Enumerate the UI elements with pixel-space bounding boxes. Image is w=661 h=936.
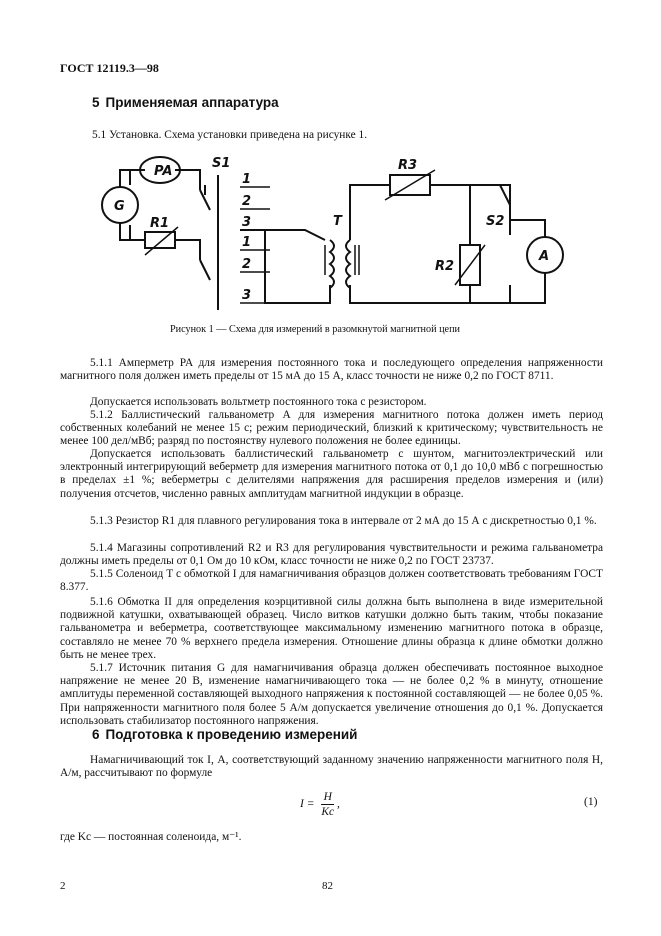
section-number: 6 [92,727,100,742]
terminal-label: 2 [242,194,251,209]
figure-caption: Рисунок 1 — Схема для измерений в разомк… [170,324,460,335]
paragraph-5-1-6: 5.1.6 Обмотка II для определения коэрцит… [60,596,603,661]
circuit-diagram: PA S1 G R1 T R3 S2 R2 A 1 2 3 1 2 3 [101,156,564,310]
page-number-left: 2 [60,880,66,892]
label-R3: R3 [398,158,417,173]
section-heading-5: 5 Применяемая аппаратура [92,95,279,110]
paragraph-5-1: 5.1 Установка. Схема установки приведена… [92,129,368,141]
terminal-label: 3 [242,215,251,230]
formula-fraction: H Kс [321,790,335,819]
label-T: T [333,214,343,229]
section-heading-6: 6 Подготовка к проведению измерений [92,727,357,742]
terminal-label: 3 [242,288,251,303]
paragraph-5-1-7: 5.1.7 Источник питания G для намагничива… [60,662,603,727]
formula-tail: , [337,798,340,811]
paragraph-5-1-2: 5.1.2 Баллистический гальванометр A для … [60,409,603,448]
paragraph-6: Намагничивающий ток I, А, соответствующи… [60,754,603,780]
terminal-label: 1 [242,172,251,187]
label-S1: S1 [212,156,230,171]
page-number-center: 82 [322,880,333,892]
label-G: G [114,199,125,214]
paragraph-5-1-4: 5.1.4 Магазины сопротивлений R2 и R3 для… [60,542,603,568]
equation-number: (1) [584,796,598,808]
section-number: 5 [92,95,100,110]
document-header: ГОСТ 12119.3—98 [60,61,159,75]
label-A: A [538,249,549,264]
formula-explanation: где Kс — постоянная соленоида, м⁻¹. [60,831,242,843]
label-R1: R1 [150,216,169,231]
paragraph-5-1-5: 5.1.5 Соленоид T с обмоткой I для намагн… [60,568,603,594]
section-title: Применяемая аппаратура [105,95,279,110]
terminal-label: 1 [242,235,251,250]
paragraph-5-1-1: 5.1.1 Амперметр PA для измерения постоян… [60,357,603,383]
terminal-label: 2 [242,257,251,272]
label-PA: PA [154,164,172,179]
formula: I = H Kс , [300,790,340,819]
paragraph-5-1-3: 5.1.3 Резистор R1 для плавного регулиров… [90,515,597,527]
label-R2: R2 [435,259,454,274]
paragraph-5-1-2-note: Допускается использовать баллистический … [60,448,603,500]
label-S2: S2 [486,214,504,229]
section-title: Подготовка к проведению измерений [105,727,358,742]
formula-numerator: H [321,790,335,805]
paragraph-5-1-1-note: Допускается использовать вольтметр посто… [90,396,427,408]
formula-lhs: I = [300,798,315,811]
formula-denominator: Kс [321,806,335,818]
